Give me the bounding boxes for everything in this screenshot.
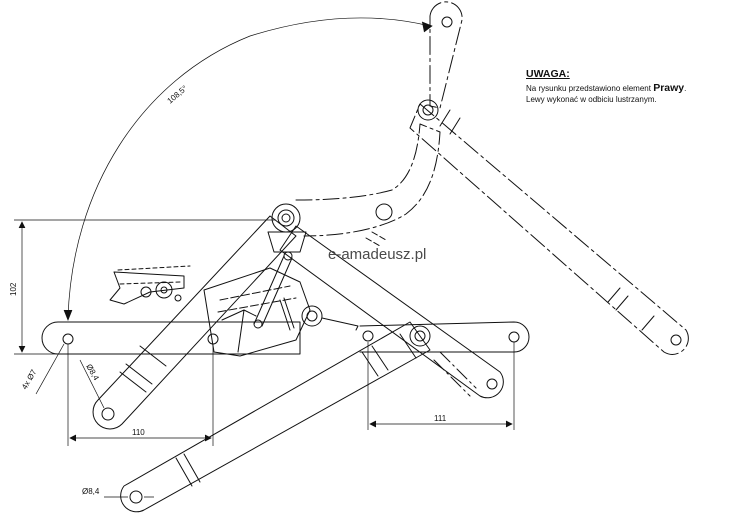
upper-long-arm-dashed [409, 103, 689, 355]
note-line-1: Na rysunku przedstawiono element Prawy. [526, 83, 746, 94]
hole-top-leader [79, 359, 105, 409]
hole-bottom-label: Ø8,4 [82, 487, 100, 496]
hole-top-label: Ø8,4 [84, 363, 101, 383]
note-box: UWAGA: Na rysunku przedstawiono element … [526, 68, 746, 105]
right-bar-hole-mid [362, 330, 374, 342]
long-lower-arm [120, 321, 431, 513]
second-pivot [301, 305, 323, 327]
left-diagonal-arm [92, 215, 297, 430]
center-plate [203, 267, 311, 357]
holes-leader [35, 343, 65, 395]
angle-label: 108,5° [166, 84, 190, 106]
right-bar-hole-end [508, 331, 520, 343]
angle-dimension-arc [67, 17, 431, 319]
note-line-1-prefix: Na rysunku przedstawiono element [526, 84, 654, 93]
height-dimension [14, 219, 276, 355]
note-line-1-suffix: . [684, 84, 687, 93]
base-hole-left [62, 333, 74, 345]
right-bar [359, 321, 530, 353]
connecting-rod [253, 255, 293, 327]
left-arm-hole [101, 407, 115, 421]
latch [109, 271, 185, 305]
base-hole-mid [207, 333, 219, 345]
upper-link-dashed [429, 1, 463, 109]
height-label: 102 [9, 282, 18, 296]
length-right-dimension [367, 342, 515, 430]
holes-label: 4x Ø7 [20, 368, 39, 391]
watermark: e-amadeusz.pl [328, 246, 427, 263]
length-left-label: 110 [132, 428, 145, 437]
long-diagonal-arm [279, 225, 504, 399]
lower-arm-pivot [409, 325, 431, 347]
note-line-2: Lewy wykonać w odbiciu lustrzanym. [526, 95, 657, 104]
note-line-1-bold: Prawy [653, 82, 685, 94]
diag-arm-hole [486, 378, 498, 390]
long-arm-hole [129, 490, 143, 504]
length-left-dimension [67, 344, 214, 446]
upper-pivot [417, 99, 439, 121]
curved-link-dashed [295, 123, 441, 237]
length-right-label: 111 [434, 414, 447, 423]
note-title: UWAGA: [526, 68, 570, 80]
